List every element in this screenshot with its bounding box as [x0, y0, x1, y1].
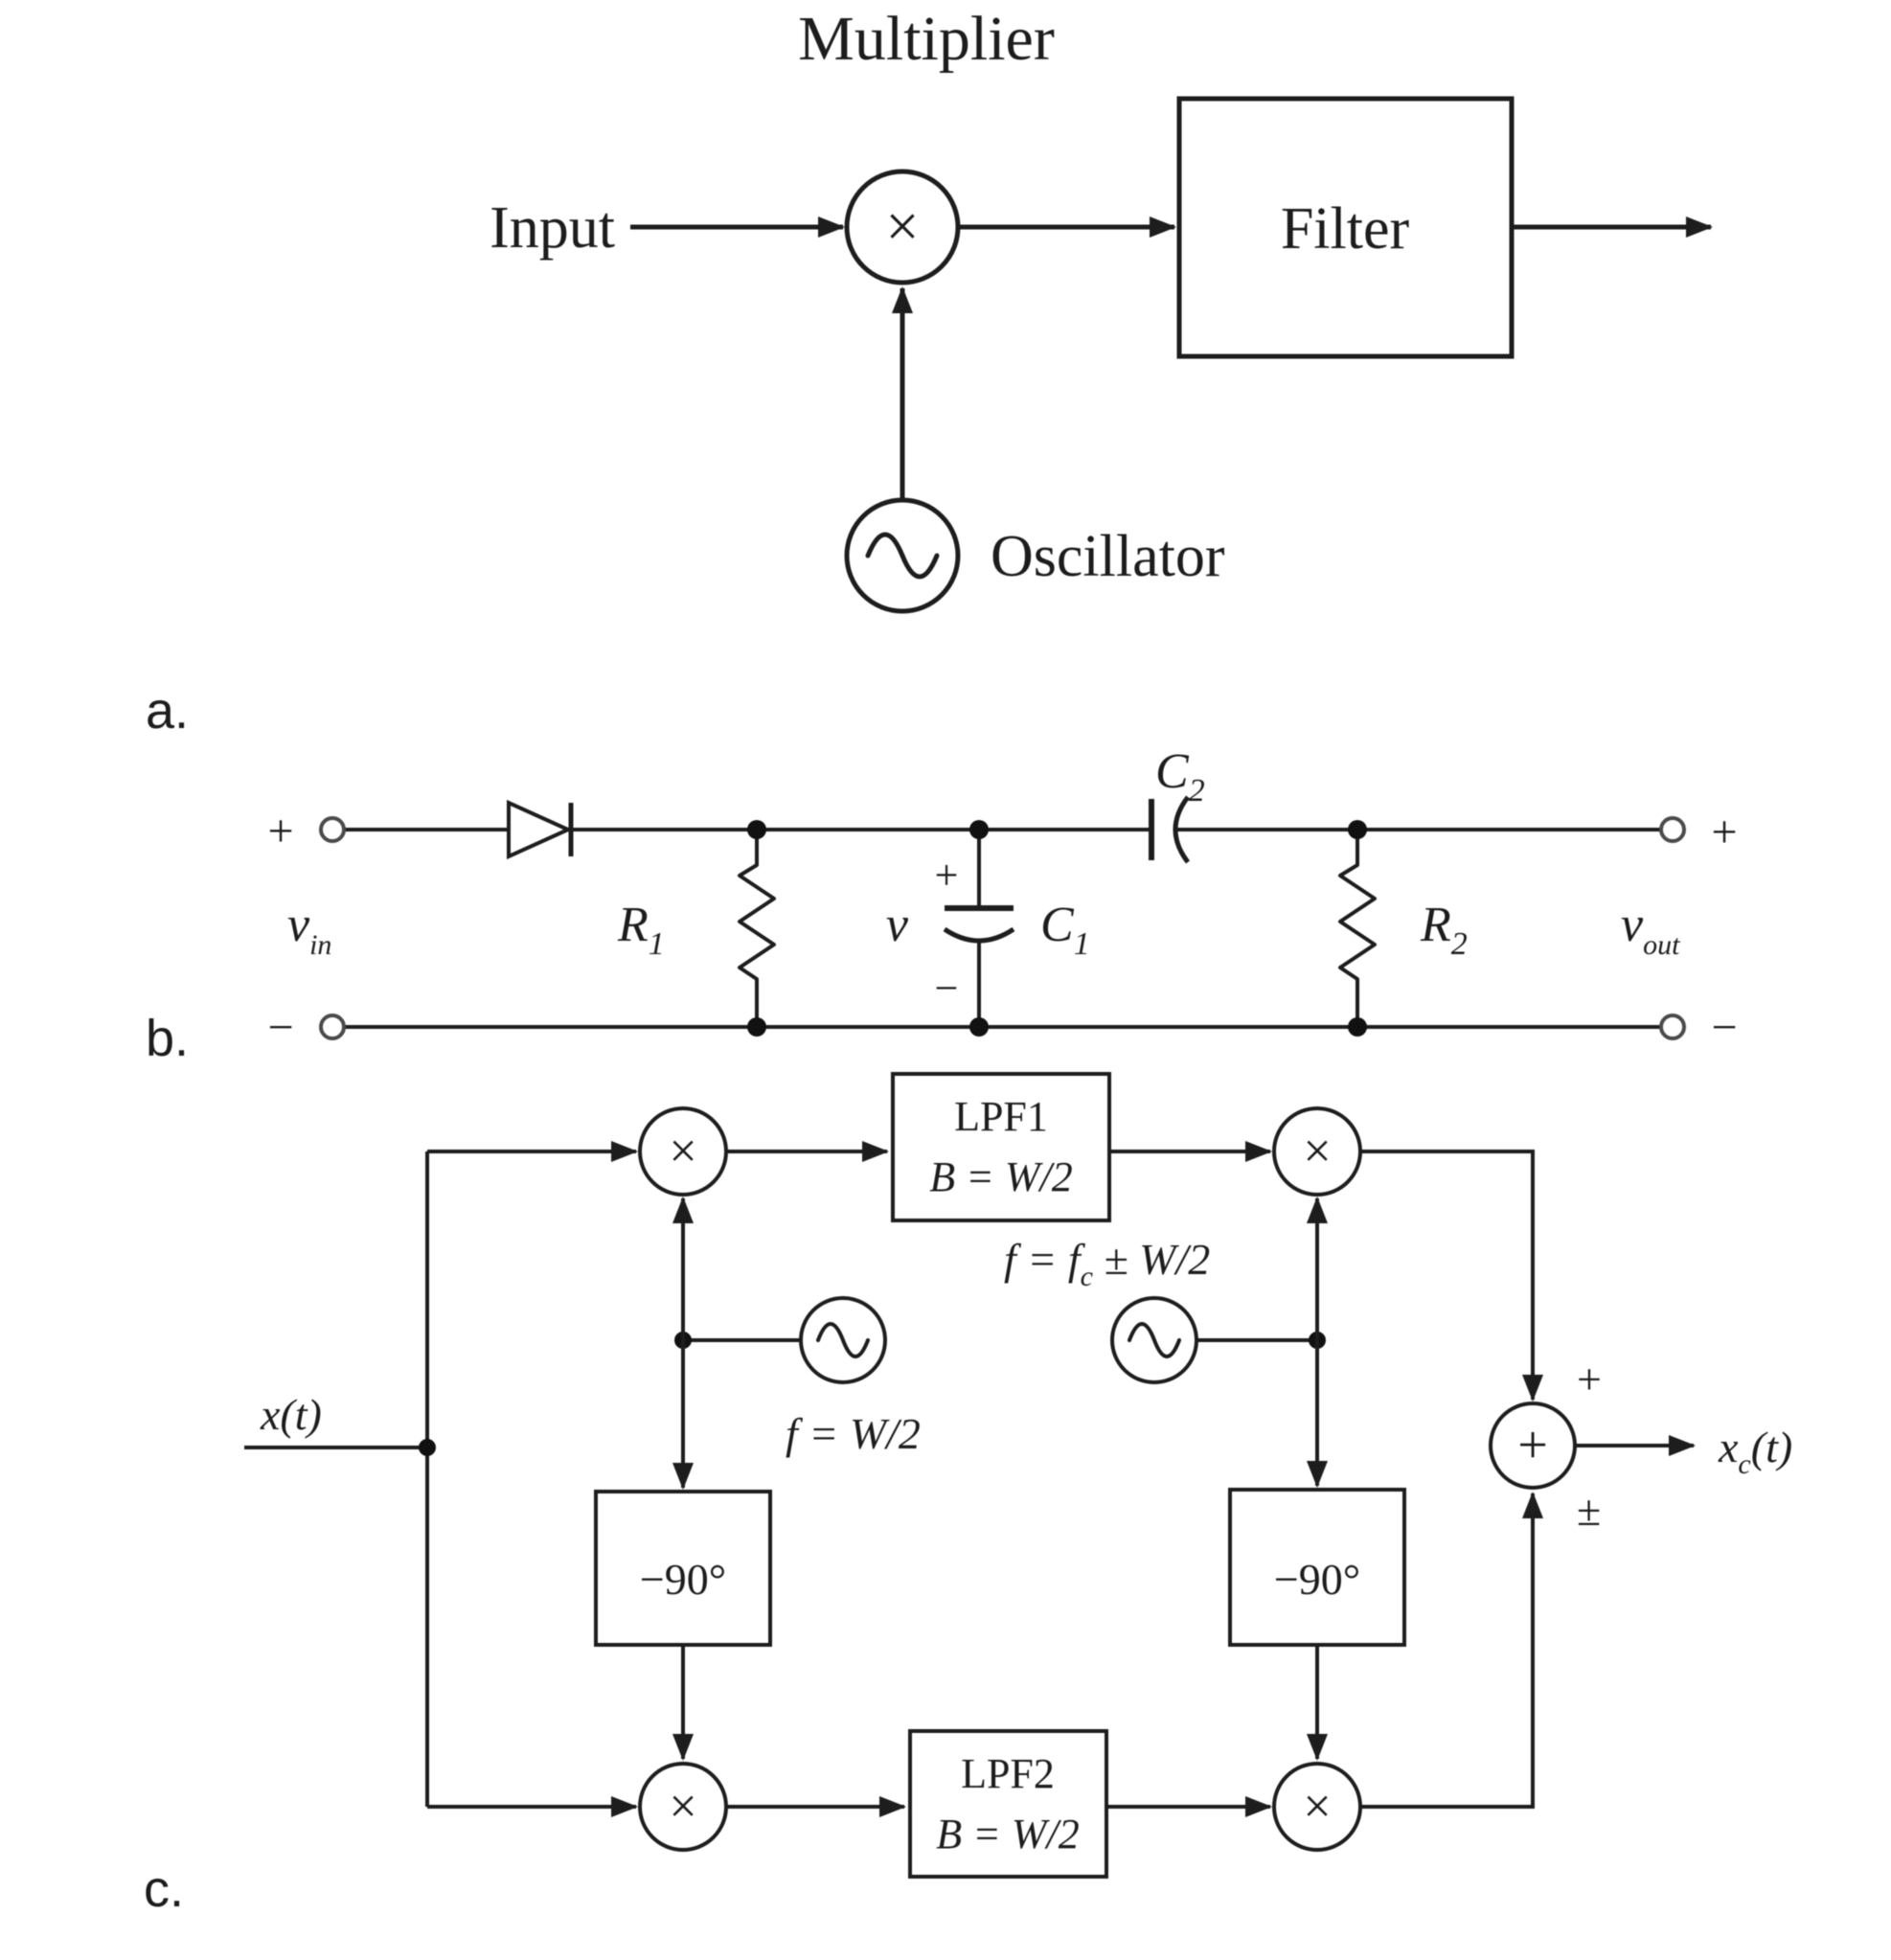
c1-bottom-plate — [943, 926, 1015, 944]
lpf1-box — [891, 1072, 1111, 1222]
sine-wave-icon — [1128, 1322, 1181, 1358]
junction-dot — [747, 820, 766, 839]
filter-label: Filter — [1281, 196, 1410, 262]
bottom-to-summer-arrow — [1360, 1492, 1543, 1809]
panel-b: + − + − R1 + − v C1 C2 R2 vin — [146, 744, 1738, 1067]
r2-label: R2 — [1420, 898, 1468, 962]
input-plus-sign: + — [267, 806, 293, 856]
osc2-frequency-label: f = fc ± W/2 — [1004, 1235, 1210, 1292]
lpf2-bandwidth: B = W/2 — [936, 1811, 1079, 1857]
panel-a-tag: a. — [146, 682, 189, 740]
oscillator-label: Oscillator — [991, 524, 1225, 589]
xt-label: x(t) — [260, 1390, 322, 1439]
lpf2-name: LPF2 — [961, 1750, 1055, 1797]
junction-dot — [1348, 820, 1367, 839]
diode-icon — [507, 799, 573, 860]
input-minus-sign: − — [267, 1002, 293, 1053]
junction-dot — [969, 820, 989, 839]
lpf1-name: LPF1 — [954, 1093, 1048, 1140]
junction-dot — [419, 1439, 436, 1456]
output-minus-sign: − — [1711, 1002, 1737, 1053]
c2-right-plate — [1173, 795, 1191, 864]
panel-b-tag: b. — [146, 1010, 189, 1067]
phase-shift-right-label: −90° — [1274, 1555, 1360, 1604]
c1-minus-sign: − — [935, 965, 959, 1012]
sine-wave-icon — [816, 1322, 870, 1358]
junction-dot — [1348, 1017, 1367, 1037]
output-terminal-minus — [1659, 1014, 1686, 1040]
c1-plus-sign: + — [935, 852, 959, 899]
xct-label: xc(t) — [1718, 1423, 1792, 1480]
c1-label: C1 — [1040, 898, 1090, 962]
multiply-icon: × — [886, 194, 920, 260]
phase-shift-right-box — [1228, 1488, 1406, 1647]
phase-shift-left-box — [594, 1490, 772, 1647]
vout-label: vout — [1621, 898, 1680, 961]
multiply-icon: × — [1303, 1780, 1331, 1835]
input-terminal-minus — [319, 1014, 346, 1040]
output-plus-sign: + — [1711, 807, 1737, 857]
panel-a-title: Multiplier — [798, 4, 1055, 74]
input-label: Input — [490, 195, 615, 261]
multiply-icon: × — [669, 1780, 696, 1835]
resistor-r2 — [1338, 830, 1377, 1027]
junction-dot — [747, 1017, 766, 1037]
panel-c-tag: c. — [144, 1860, 184, 1918]
r1-label: R1 — [617, 898, 665, 962]
cap-voltage-label: v — [886, 898, 909, 952]
summer-plus-icon: + — [1517, 1416, 1548, 1475]
vin-label: vin — [287, 898, 331, 961]
osc1-frequency-label: f = W/2 — [786, 1409, 921, 1458]
resistor-r1 — [738, 830, 776, 1027]
input-terminal-plus — [319, 816, 346, 843]
filter-box — [1176, 96, 1515, 359]
summer-top-sign: + — [1577, 1355, 1602, 1403]
top-to-summer-arrow — [1360, 1150, 1543, 1402]
junction-dot — [969, 1017, 989, 1037]
summer-bottom-sign: ± — [1577, 1486, 1601, 1535]
sine-wave-icon — [865, 532, 940, 580]
lpf1-bandwidth: B = W/2 — [929, 1153, 1072, 1200]
panel-a: Multiplier Input × Filter Oscillator a. — [146, 4, 1713, 740]
multiply-icon: × — [1303, 1125, 1331, 1179]
lpf2-box — [908, 1729, 1108, 1879]
phase-shift-left-label: −90° — [640, 1555, 726, 1604]
output-terminal-plus — [1659, 816, 1686, 843]
panel-c: x(t) × LPF1 B = W/2 × f = W/2 f = fc ± W… — [144, 1072, 1792, 1918]
multiply-icon: × — [669, 1125, 696, 1179]
c2-label: C2 — [1155, 744, 1205, 809]
